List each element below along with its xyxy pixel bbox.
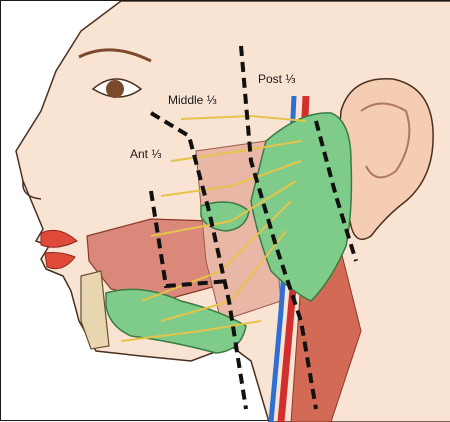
ear-inner (360, 102, 411, 179)
tongue (86, 218, 217, 302)
posterior-third-label: Post ⅓ (258, 72, 296, 86)
iris (106, 80, 124, 98)
mandible (80, 270, 110, 350)
anterior-third-label: Ant ⅓ (130, 147, 162, 161)
eyebrow (78, 48, 152, 63)
upper-lip (40, 229, 78, 248)
middle-third-label: Middle ⅓ (168, 93, 217, 107)
submandibular-nodes (105, 288, 247, 354)
dashed-zone-divider (149, 45, 358, 410)
lower-lip (44, 252, 76, 270)
nose (22, 180, 42, 200)
middle-post-divider (239, 45, 318, 410)
post-divider (314, 120, 358, 262)
ant-lower-divider (149, 190, 230, 289)
